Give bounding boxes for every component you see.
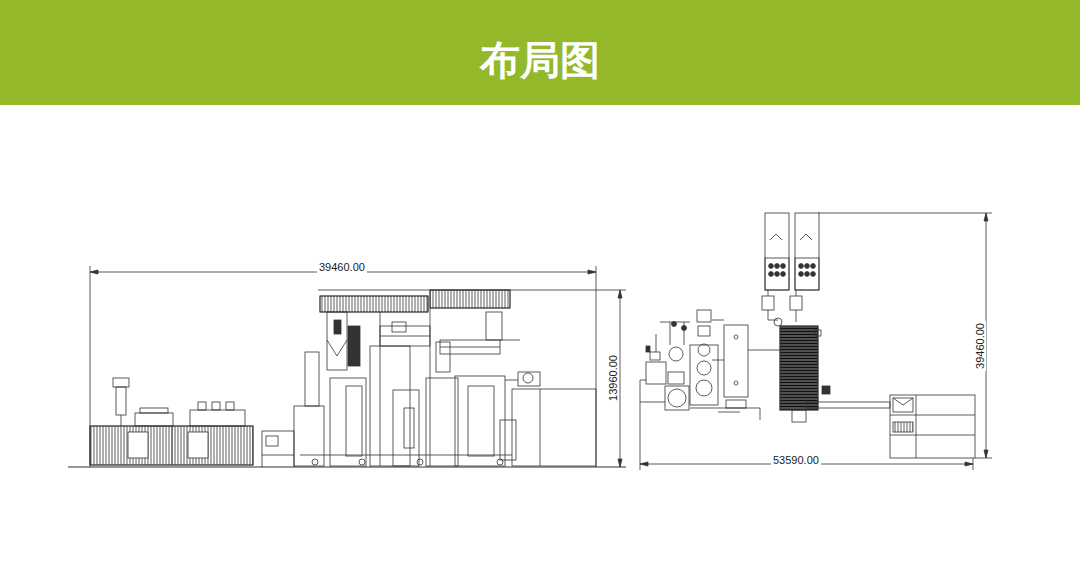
- dimension-label: 39460.00: [317, 261, 367, 273]
- dimension-label: 13960.00: [607, 353, 619, 403]
- dimension-label: 39460.00: [974, 321, 986, 371]
- dimension-label: 53590.00: [771, 454, 821, 466]
- page-title: 布局图: [480, 33, 600, 88]
